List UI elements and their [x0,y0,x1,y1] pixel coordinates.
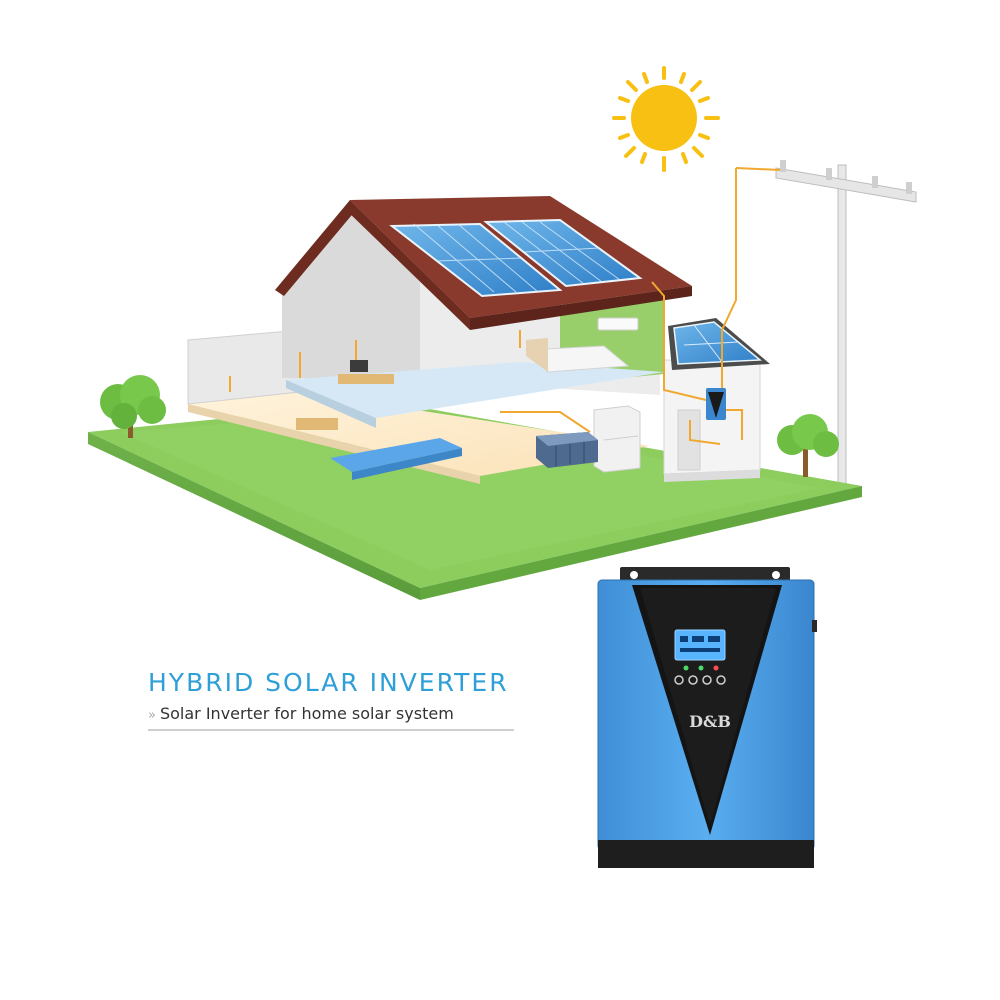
power-wires [229,167,781,445]
headline: HYBRID SOLAR INVERTER [148,668,509,697]
wall-inverter [706,388,726,420]
annex-solar-panels [668,318,770,370]
roof-solar-panels [389,218,643,298]
lawn-ground [88,402,862,600]
house-cutaway [187,167,781,484]
subline-text: Solar Inverter for home solar system [159,704,454,723]
sun-icon [612,66,720,172]
tree-right [777,414,839,477]
battery-bank [536,432,598,468]
chevron-right-icon: » [148,708,156,723]
svg-text:D&B: D&B [689,712,731,731]
hybrid-inverter-unit: D&B [597,567,817,868]
subline: »Solar Inverter for home solar system [148,704,514,731]
brand-logo: D&B [689,712,731,731]
refrigerator [593,405,641,473]
tree-left [100,375,166,438]
